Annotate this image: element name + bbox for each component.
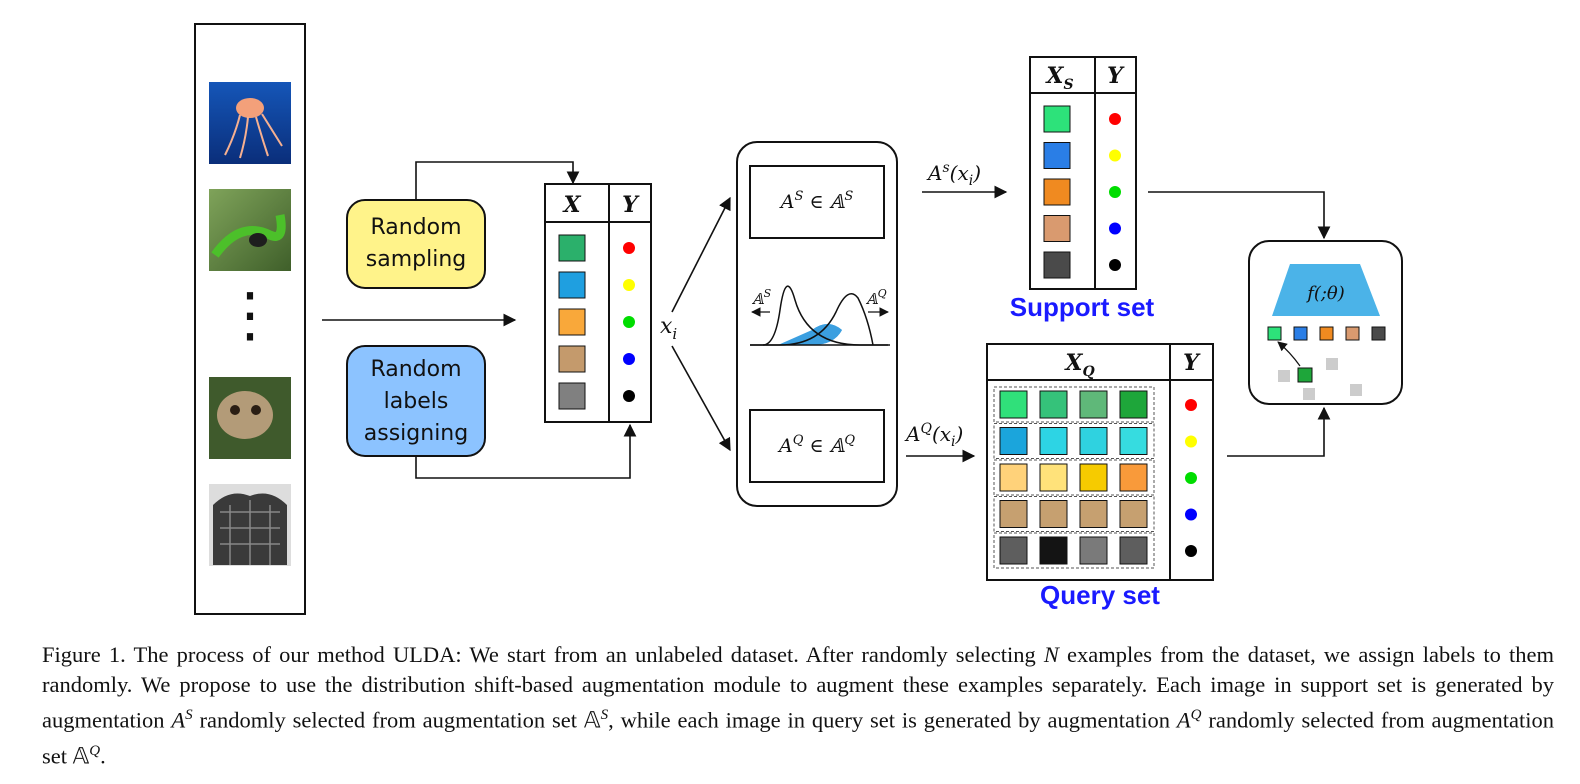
query-swatch	[999, 500, 1028, 528]
sample-swatch	[558, 271, 586, 299]
query-swatch	[1119, 536, 1148, 565]
query-swatch	[1039, 390, 1068, 419]
support-header-y: Y	[1107, 63, 1125, 89]
query-row-frame	[993, 459, 1155, 496]
ulda-figure: ⋮ Random sampling Random labels assignin…	[194, 23, 1403, 615]
aug-query-label: AQ ∈ 𝔸Q	[777, 433, 855, 457]
query-swatch	[1039, 427, 1068, 455]
support-swatch	[1043, 215, 1071, 242]
query-row-frame	[993, 423, 1155, 459]
xi-label: xi	[660, 314, 677, 343]
prototype-square	[1319, 326, 1334, 341]
sample-swatch	[558, 308, 586, 336]
query-swatch	[1119, 500, 1148, 528]
label-dot	[623, 242, 635, 254]
label-dot	[1185, 399, 1197, 411]
query-swatch	[1079, 427, 1108, 455]
label-dot	[1109, 186, 1121, 198]
support-swatch	[1043, 142, 1071, 169]
model-label: f(;θ)	[1305, 283, 1345, 304]
sloth-image	[209, 377, 291, 459]
model-box: f(;θ)	[1248, 240, 1403, 405]
query-swatch	[1079, 536, 1108, 565]
augmentation-module: AS ∈ 𝔸S AQ ∈ 𝔸Q 𝔸S 𝔸Q	[736, 141, 898, 507]
label-dot	[623, 279, 635, 291]
label-dot	[623, 390, 635, 402]
label-dot	[1109, 113, 1121, 125]
prototype-square	[1371, 326, 1386, 341]
label-dot	[1109, 259, 1121, 271]
query-row-frame	[993, 386, 1155, 423]
support-swatch	[1043, 178, 1071, 206]
snake-image	[209, 189, 291, 271]
support-table: XS Y	[1029, 56, 1137, 290]
label-dot	[1109, 149, 1121, 162]
query-swatch	[1119, 390, 1148, 419]
sample-swatch	[558, 234, 586, 262]
random-labels-line2: labels	[384, 389, 449, 414]
sampled-table: X Y	[544, 183, 652, 423]
arrow-bottom-label: AQ(xi)	[904, 421, 963, 450]
random-labels-box: Random labels assigning	[346, 345, 486, 457]
random-labels-line1: Random	[370, 357, 461, 382]
table-header-y: Y	[622, 192, 640, 218]
label-dot	[1109, 222, 1121, 235]
query-swatch	[999, 427, 1028, 455]
jellyfish-image	[209, 82, 291, 164]
arrow-top-label: As(xi)	[926, 160, 981, 189]
query-swatch	[999, 390, 1028, 419]
query-set-title: Query set	[1040, 580, 1160, 610]
query-swatch	[1039, 500, 1068, 528]
label-dot	[623, 316, 635, 328]
query-row-frame	[993, 532, 1155, 569]
random-sampling-box: Random sampling	[346, 199, 486, 289]
figure-caption: Figure 1. The process of our method ULDA…	[42, 642, 1555, 768]
support-set-title: Support set	[1010, 292, 1155, 322]
sample-swatch	[558, 345, 586, 373]
query-swatch	[1079, 463, 1108, 492]
query-swatch	[1079, 390, 1108, 419]
prototype-square	[1345, 326, 1360, 341]
support-swatch	[1043, 105, 1071, 133]
prototype-square	[1267, 326, 1282, 341]
random-labels-line3: assigning	[364, 421, 468, 446]
query-swatch	[1039, 536, 1068, 565]
random-sampling-line2: sampling	[366, 247, 466, 272]
label-dot	[1185, 435, 1197, 448]
unlabeled-dataset: ⋮	[194, 23, 306, 615]
label-dot	[1185, 545, 1197, 557]
label-dot	[1185, 472, 1197, 484]
query-swatch	[1119, 463, 1148, 492]
query-table: XQ Y	[986, 343, 1214, 581]
query-swatch	[1079, 500, 1108, 528]
aug-support-label: AS ∈ 𝔸S	[779, 189, 854, 213]
sample-swatch	[558, 382, 586, 410]
support-swatch	[1043, 251, 1071, 279]
query-swatch	[1039, 463, 1068, 492]
random-sampling-line1: Random	[370, 215, 461, 240]
prototype-square	[1293, 326, 1308, 341]
query-swatch	[999, 536, 1028, 565]
label-dot	[1185, 508, 1197, 521]
label-dot	[623, 353, 635, 365]
query-row-frame	[993, 496, 1155, 532]
distribution-shift-plot: 𝔸S 𝔸Q	[750, 285, 890, 346]
dots-ellipsis: ⋮	[220, 280, 280, 350]
query-header-y: Y	[1183, 350, 1201, 376]
query-swatch	[999, 463, 1028, 492]
table-header-x: X	[561, 192, 581, 218]
query-swatch	[1119, 427, 1148, 455]
fireplace-screen-image	[209, 484, 291, 566]
